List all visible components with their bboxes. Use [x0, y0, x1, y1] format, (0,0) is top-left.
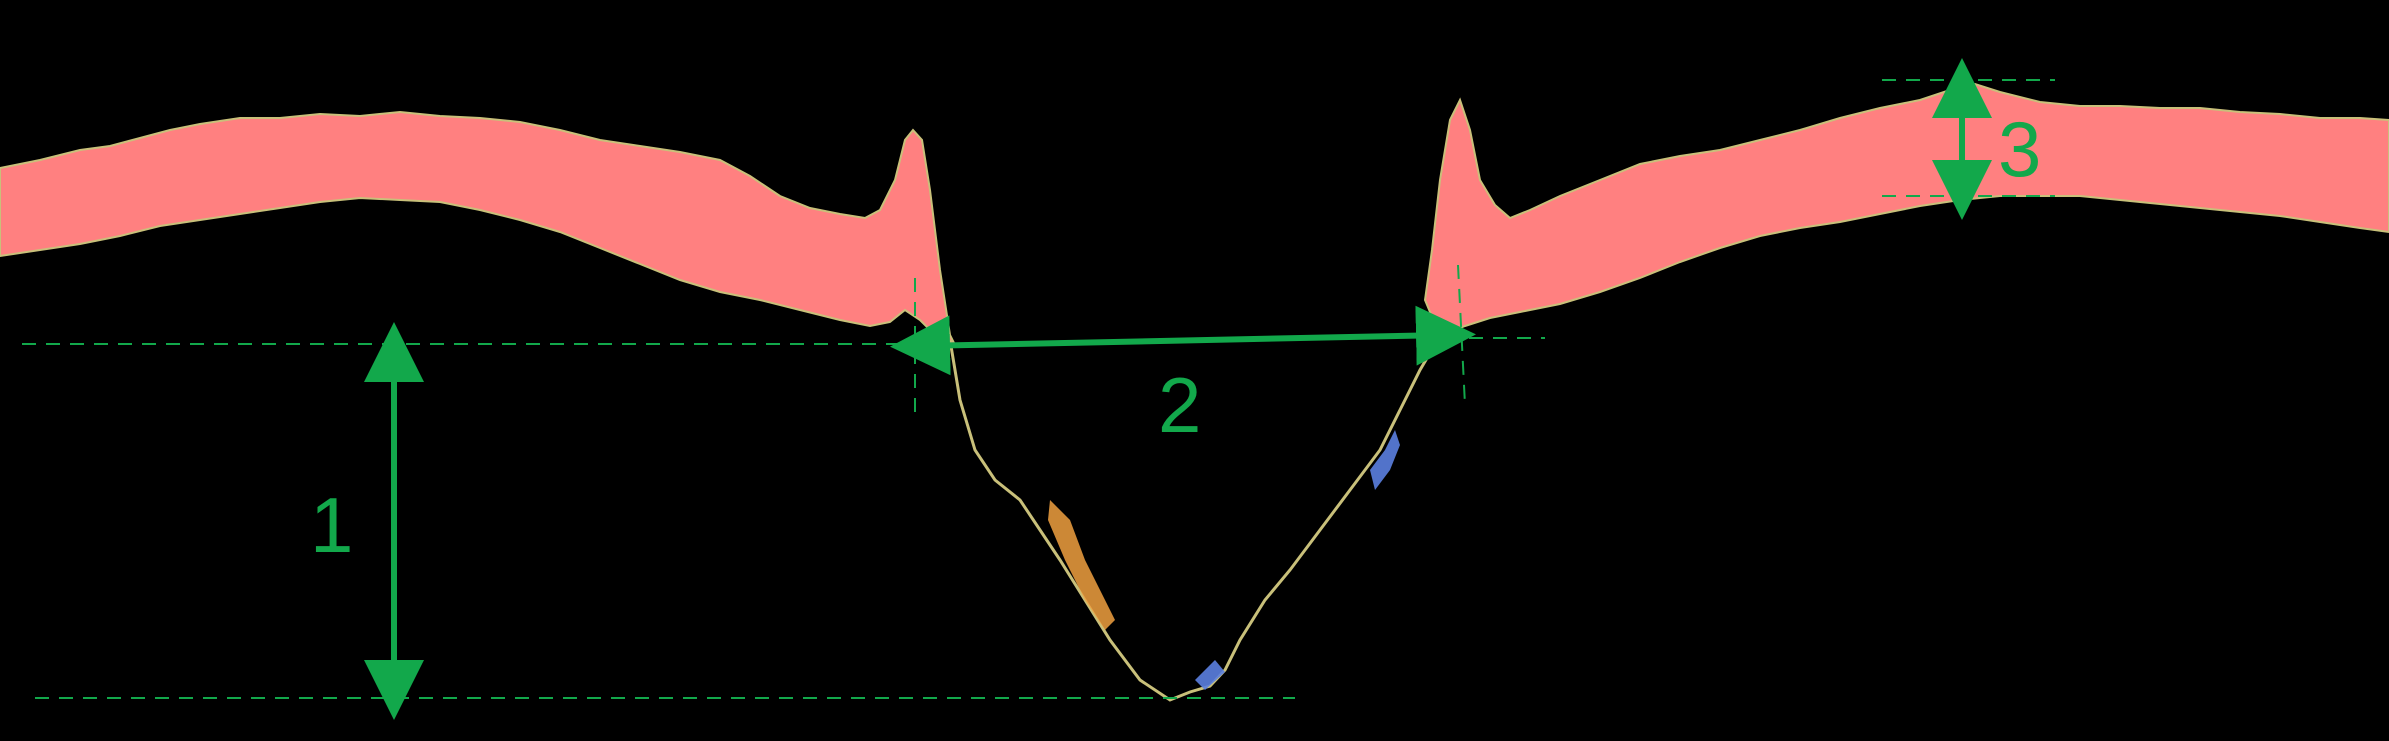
crater-highlight-right	[1370, 430, 1400, 490]
crater-highlight-left	[1048, 500, 1115, 630]
depth-label: 1	[310, 481, 353, 569]
width-arrow-icon	[890, 305, 1476, 376]
width-label: 2	[1158, 361, 1201, 449]
layer-band-right	[1423, 82, 2389, 338]
crater-highlight-bottom	[1195, 660, 1225, 690]
thickness-label: 3	[1998, 105, 2041, 193]
layer-band-left	[0, 110, 957, 347]
crater-profile-line	[948, 335, 1442, 702]
